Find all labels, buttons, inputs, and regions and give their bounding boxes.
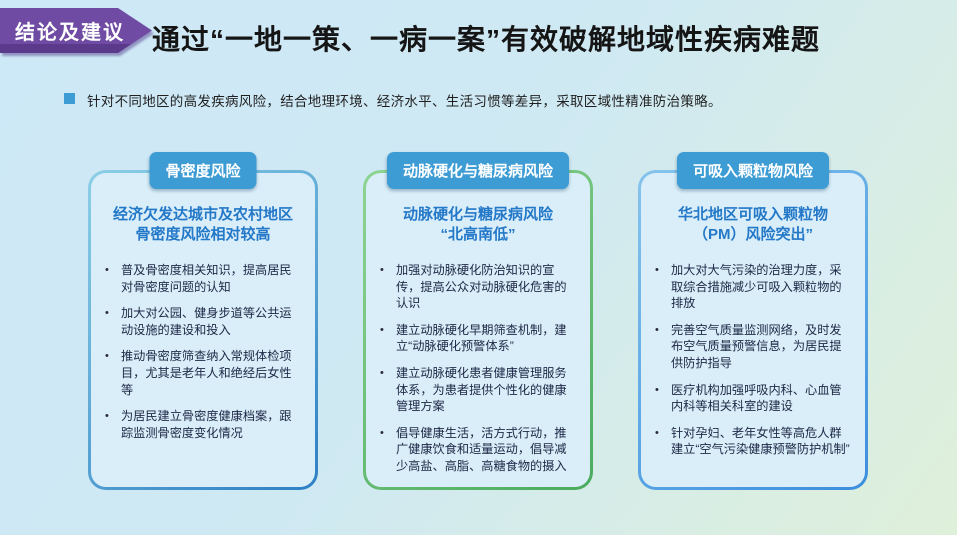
bullet-dot-icon: • [105,350,109,363]
list-item: • 普及骨密度相关知识，提高居民对骨密度问题的认知 [105,262,301,295]
bullet-text: 针对孕妇、老年女性等高危人群建立“空气污染健康预警防护机制” [671,425,850,457]
page-title: 通过“一地一策、一病一案”有效破解地域性疾病难题 [152,24,821,55]
bullet-text: 倡导健康生活，活方式行动，推广健康饮食和适量运动，倡导减少高盐、高脂、高糖食物的… [396,425,567,473]
ribbon-arrow-shape: 结论及建议 [0,8,152,53]
card-particulate-matter: 可吸入颗粒物风险 华北地区可吸入颗粒物 （PM）风险突出” • 加大对大气污染的治… [638,152,868,490]
card-badge: 动脉硬化与糖尿病风险 [386,152,570,189]
list-item: • 倡导健康生活，活方式行动，推广健康饮食和适量运动，倡导减少高盐、高脂、高糖食物… [380,425,576,475]
bullet-text: 普及骨密度相关知识，提高居民对骨密度问题的认知 [121,263,292,294]
bullet-list: • 普及骨密度相关知识，提高居民对骨密度问题的认知 • 加大对公园、健身步道等公共运… [103,262,303,441]
bullet-dot-icon: • [105,410,109,423]
intro-text: 针对不同地区的高发疾病风险，结合地理环境、经济水平、生活习惯等差异，采取区域性精… [87,94,722,109]
card-subtitle-line2: “北高南低” [440,225,516,243]
card-subtitle-line1: 经济欠发达城市及农村地区 [112,206,293,223]
card-subtitle: 华北地区可吸入颗粒物 （PM）风险突出” [653,205,853,244]
ribbon: 结论及建议 [0,8,152,53]
bullet-text: 建立动脉硬化患者健康管理服务体系，为患者提供个性化的健康管理方案 [396,365,567,414]
bullet-square-icon [64,93,75,104]
card-body: 动脉硬化与糖尿病风险 “北高南低” • 加强对动脉硬化防治知识的宣传，提高公众对动… [366,173,590,487]
bullet-text: 加强对动脉硬化防治知识的宣传，提高公众对动脉硬化危害的认识 [396,263,567,311]
ribbon-label: 结论及建议 [15,22,125,44]
bullet-dot-icon: • [105,307,109,320]
list-item: • 为居民建立骨密度健康档案，跟踪监测骨密度变化情况 [105,408,301,441]
card-body: 华北地区可吸入颗粒物 （PM）风险突出” • 加大对大气污染的治理力度，采取综合措… [641,173,865,487]
bullet-dot-icon: • [380,426,384,439]
intro-line: 针对不同地区的高发疾病风险，结合地理环境、经济水平、生活习惯等差异，采取区域性精… [64,90,844,110]
card-subtitle: 动脉硬化与糖尿病风险 “北高南低” [378,205,578,244]
card-subtitle-line2: （PM）风险突出” [692,225,813,243]
card-body: 经济欠发达城市及农村地区 骨密度风险相对较高 • 普及骨密度相关知识，提高居民对骨… [91,173,315,487]
list-item: • 完善空气质量监测网络，及时发布空气质量预警信息，为居民提供防护指导 [655,322,851,372]
bullet-dot-icon: • [655,383,659,396]
cards-row: 骨密度风险 经济欠发达城市及农村地区 骨密度风险相对较高 • 普及骨密度相关知识，… [88,152,868,490]
card-badge: 骨密度风险 [149,152,257,189]
list-item: • 建立动脉硬化患者健康管理服务体系，为患者提供个性化的健康管理方案 [380,365,576,415]
list-item: • 加大对公园、健身步道等公共运动设施的建设和投入 [105,305,301,338]
bullet-list: • 加大对大气污染的治理力度，采取综合措施减少可吸入颗粒物的排放 • 完善空气质量监… [653,262,853,458]
card-bone-density: 骨密度风险 经济欠发达城市及农村地区 骨密度风险相对较高 • 普及骨密度相关知识，… [88,152,318,490]
list-item: • 加大对大气污染的治理力度，采取综合措施减少可吸入颗粒物的排放 [655,262,851,312]
bullet-text: 为居民建立骨密度健康档案，跟踪监测骨密度变化情况 [121,409,292,440]
list-item: • 建立动脉硬化早期筛查机制，建立“动脉硬化预警体系” [380,322,576,355]
bullet-text: 建立动脉硬化早期筛查机制，建立“动脉硬化预警体系” [396,322,567,354]
card-arteriosclerosis-diabetes: 动脉硬化与糖尿病风险 动脉硬化与糖尿病风险 “北高南低” • 加强对动脉硬化防治知… [363,152,593,490]
bullet-text: 完善空气质量监测网络，及时发布空气质量预警信息，为居民提供防护指导 [671,322,842,370]
list-item: • 加强对动脉硬化防治知识的宣传，提高公众对动脉硬化危害的认识 [380,262,576,312]
list-item: • 推动骨密度筛查纳入常规体检项目，尤其是老年人和绝经后女性等 [105,348,301,398]
bullet-text: 推动骨密度筛查纳入常规体检项目，尤其是老年人和绝经后女性等 [121,349,292,397]
card-subtitle-line2: 骨密度风险相对较高 [135,225,271,243]
list-item: • 针对孕妇、老年女性等高危人群建立“空气污染健康预警防护机制” [655,425,851,458]
bullet-dot-icon: • [380,264,384,276]
bullet-dot-icon: • [380,323,384,336]
list-item: • 医疗机构加强呼吸内科、心血管内科等相关科室的建设 [655,382,851,415]
bullet-dot-icon: • [655,323,659,336]
card-subtitle-line1: 华北地区可吸入颗粒物 [677,206,828,223]
card-subtitle: 经济欠发达城市及农村地区 骨密度风险相对较高 [103,205,303,244]
bullet-dot-icon: • [655,426,659,439]
bullet-text: 加大对大气污染的治理力度，采取综合措施减少可吸入颗粒物的排放 [671,263,842,311]
card-badge: 可吸入颗粒物风险 [676,152,830,189]
bullet-dot-icon: • [105,264,109,276]
card-subtitle-line1: 动脉硬化与糖尿病风险 [402,206,553,223]
bullet-text: 加大对公园、健身步道等公共运动设施的建设和投入 [121,306,292,337]
bullet-text: 医疗机构加强呼吸内科、心血管内科等相关科室的建设 [671,382,842,414]
bullet-dot-icon: • [380,366,384,379]
bullet-dot-icon: • [655,264,659,276]
bullet-list: • 加强对动脉硬化防治知识的宣传，提高公众对动脉硬化危害的认识 • 建立动脉硬化早期… [378,262,578,475]
